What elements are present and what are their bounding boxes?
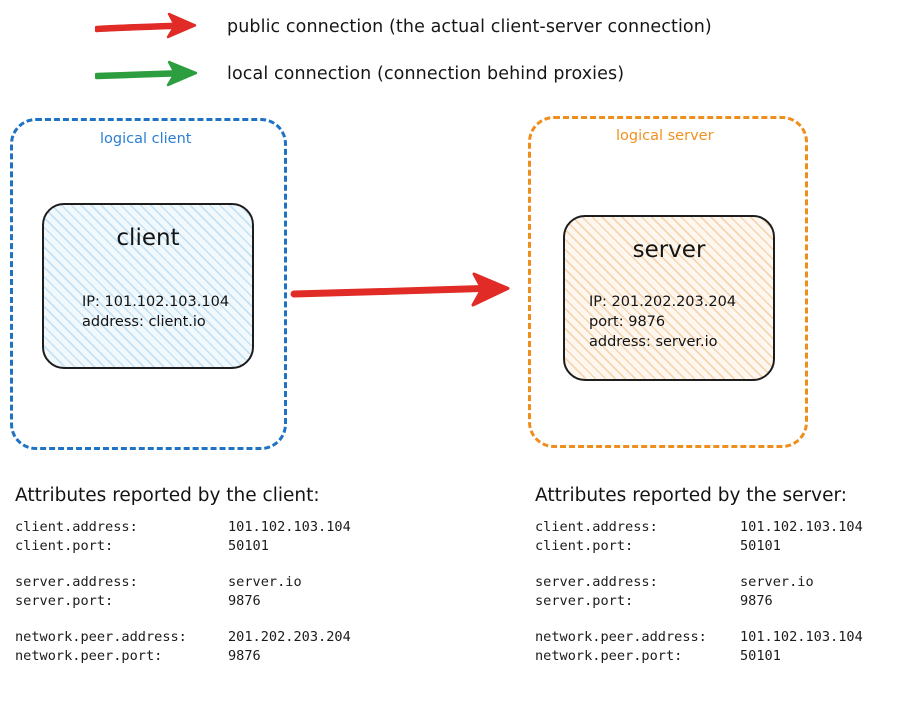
attribute-row: network.peer.address: 201.202.203.204 bbox=[15, 628, 351, 647]
attribute-value: 101.102.103.104 bbox=[228, 519, 351, 535]
attribute-group: client.address: 101.102.103.104 client.p… bbox=[15, 518, 351, 556]
attribute-group: client.address: 101.102.103.104 client.p… bbox=[535, 518, 863, 556]
legend-label-local-connection: local connection (connection behind prox… bbox=[227, 64, 625, 84]
logical-server-container bbox=[528, 116, 808, 448]
attributes-client-heading: Attributes reported by the client: bbox=[15, 485, 320, 506]
attribute-key: network.peer.port: bbox=[15, 648, 163, 664]
logical-client-label: logical client bbox=[100, 131, 192, 147]
attribute-value: server.io bbox=[228, 574, 302, 590]
attribute-value: server.io bbox=[740, 574, 814, 590]
server-node-title: server bbox=[632, 237, 706, 263]
attribute-value: 50101 bbox=[228, 538, 269, 554]
attribute-group: server.address: server.io server.port: 9… bbox=[15, 573, 351, 611]
attribute-row: server.address: server.io bbox=[15, 573, 351, 592]
attribute-row: client.port: 50101 bbox=[15, 537, 351, 556]
attribute-key: client.address: bbox=[535, 519, 658, 535]
attribute-value: 9876 bbox=[228, 648, 261, 664]
legend-label-public-connection: public connection (the actual client-ser… bbox=[227, 17, 712, 37]
server-node: server IP: 201.202.203.204 port: 9876 ad… bbox=[563, 215, 775, 381]
attribute-value: 9876 bbox=[740, 593, 773, 609]
attributes-panel-server: Attributes reported by the server: clien… bbox=[535, 485, 863, 666]
attribute-value: 101.102.103.104 bbox=[740, 519, 863, 535]
attribute-key: client.address: bbox=[15, 519, 138, 535]
logical-client-container bbox=[10, 118, 287, 450]
attribute-row: server.port: 9876 bbox=[535, 592, 863, 611]
attribute-key: client.port: bbox=[15, 538, 114, 554]
attribute-row: client.address: 101.102.103.104 bbox=[535, 518, 863, 537]
attribute-group: network.peer.address: 101.102.103.104 ne… bbox=[535, 628, 863, 666]
attribute-key: server.port: bbox=[535, 593, 634, 609]
attribute-key: network.peer.address: bbox=[15, 629, 187, 645]
attribute-key: server.address: bbox=[535, 574, 658, 590]
attribute-value: 50101 bbox=[740, 538, 781, 554]
attribute-key: server.port: bbox=[15, 593, 114, 609]
attributes-server-heading: Attributes reported by the server: bbox=[535, 485, 847, 506]
attribute-value: 9876 bbox=[228, 593, 261, 609]
logical-server-label: logical server bbox=[616, 128, 714, 144]
attribute-key: server.address: bbox=[15, 574, 138, 590]
attribute-value: 201.202.203.204 bbox=[228, 629, 351, 645]
attribute-group: server.address: server.io server.port: 9… bbox=[535, 573, 863, 611]
attribute-value: 101.102.103.104 bbox=[740, 629, 863, 645]
attribute-key: network.peer.address: bbox=[535, 629, 707, 645]
attribute-value: 50101 bbox=[740, 648, 781, 664]
attribute-group: network.peer.address: 201.202.203.204 ne… bbox=[15, 628, 351, 666]
attribute-row: client.address: 101.102.103.104 bbox=[15, 518, 351, 537]
attribute-row: server.port: 9876 bbox=[15, 592, 351, 611]
attribute-row: network.peer.address: 101.102.103.104 bbox=[535, 628, 863, 647]
public-connection-arrow-icon bbox=[290, 262, 530, 324]
attribute-key: client.port: bbox=[535, 538, 634, 554]
client-node-title: client bbox=[116, 225, 180, 251]
green-arrow-icon bbox=[93, 57, 205, 91]
legend-item-public-connection: public connection (the actual client-ser… bbox=[93, 10, 712, 44]
attributes-panel-client: Attributes reported by the client: clien… bbox=[15, 485, 351, 666]
client-node: client IP: 101.102.103.104 address: clie… bbox=[42, 203, 254, 369]
attribute-row: network.peer.port: 9876 bbox=[15, 647, 351, 666]
server-node-details: IP: 201.202.203.204 port: 9876 address: … bbox=[589, 294, 737, 350]
red-arrow-icon bbox=[93, 10, 205, 44]
attribute-row: client.port: 50101 bbox=[535, 537, 863, 556]
client-node-details: IP: 101.102.103.104 address: client.io bbox=[82, 294, 230, 330]
legend-item-local-connection: local connection (connection behind prox… bbox=[93, 57, 625, 91]
attribute-row: network.peer.port: 50101 bbox=[535, 647, 863, 666]
attribute-key: network.peer.port: bbox=[535, 648, 683, 664]
attribute-row: server.address: server.io bbox=[535, 573, 863, 592]
